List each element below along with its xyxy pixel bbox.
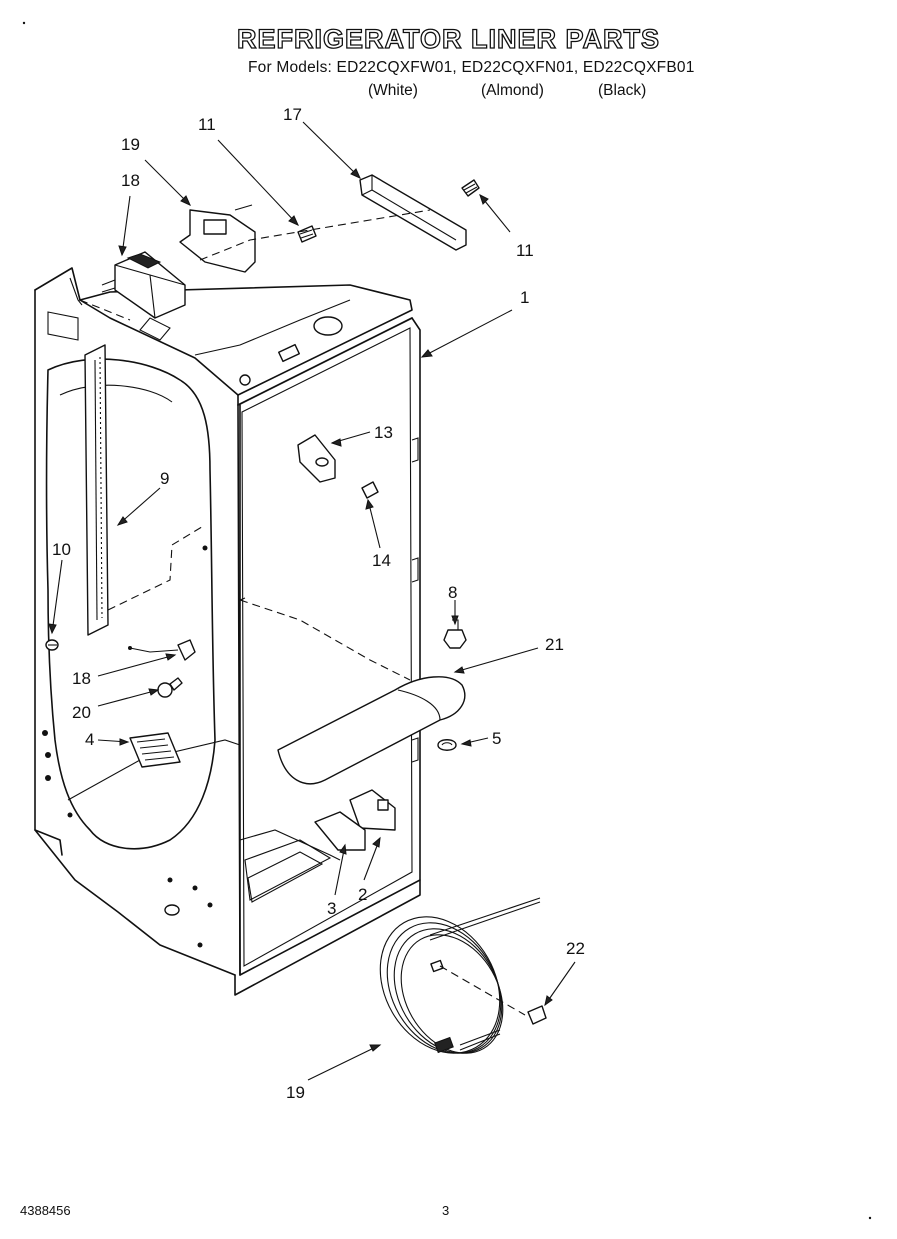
callout-5: 5 — [492, 729, 501, 748]
screw-part — [461, 179, 480, 197]
callout-labels: 19 18 11 17 11 1 13 14 9 10 8 21 5 18 20… — [52, 105, 585, 1102]
models-line: For Models: ED22CQXFW01, ED22CQXFN01, ED… — [248, 59, 695, 76]
light-bulb-part — [157, 677, 183, 698]
callout-21: 21 — [545, 635, 564, 654]
callout-8: 8 — [448, 583, 457, 602]
variant-black: (Black) — [598, 82, 647, 99]
mount-bracket-part — [297, 434, 336, 483]
grommet-part — [437, 739, 457, 751]
callout-2: 2 — [358, 885, 367, 904]
callout-11-top: 11 — [198, 115, 216, 134]
callout-18: 18 — [72, 669, 91, 688]
bracket-part — [314, 811, 366, 851]
bracket-part — [349, 789, 396, 831]
callout-14: 14 — [372, 551, 391, 570]
screw-part — [527, 1005, 547, 1025]
callout-1: 1 — [520, 288, 529, 307]
callout-22: 22 — [566, 939, 585, 958]
top-rail-part — [79, 174, 467, 321]
control-housing-part — [101, 251, 186, 319]
bracket-part — [179, 204, 256, 273]
screw-part — [45, 639, 59, 651]
callout-3: 3 — [327, 899, 336, 918]
coiled-tube-part — [379, 897, 541, 1054]
variant-almond: (Almond) — [481, 82, 544, 99]
liner-cabinet — [34, 267, 421, 996]
screw-part — [297, 225, 317, 243]
callout-4: 4 — [85, 730, 94, 749]
variant-white: (White) — [368, 82, 418, 99]
callout-19: 19 — [286, 1083, 305, 1102]
vent-grille-part — [129, 732, 181, 768]
callout-16: 19 — [121, 135, 140, 154]
corner-mark — [868, 1216, 872, 1220]
callout-20: 20 — [72, 703, 91, 722]
callout-15: 18 — [121, 171, 140, 190]
callout-11-right: 11 — [516, 241, 534, 260]
callout-13: 13 — [374, 423, 393, 442]
screw-part — [361, 481, 379, 499]
page-title: REFRIGERATOR LINER PARTS — [236, 23, 660, 54]
shelf-rail-part — [84, 344, 206, 636]
callout-arrows — [48, 121, 576, 1081]
socket-part — [128, 639, 196, 661]
callout-10: 10 — [52, 540, 71, 559]
callout-17: 17 — [283, 105, 302, 124]
corner-mark — [22, 21, 26, 25]
callout-9: 9 — [160, 469, 169, 488]
page-number: 3 — [442, 1203, 450, 1218]
document-number: 4388456 — [20, 1203, 71, 1218]
curved-cover-part — [277, 676, 466, 785]
